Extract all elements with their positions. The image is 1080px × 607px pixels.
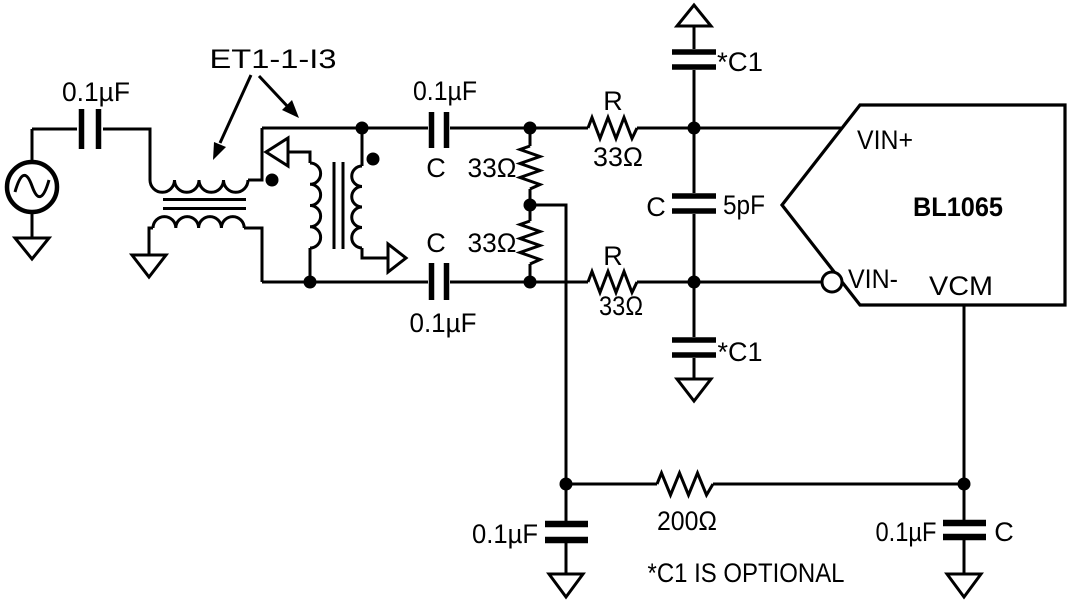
series-cap-top-ref: C (426, 153, 446, 183)
optional-note: *C1 IS OPTIONAL (648, 558, 845, 588)
input-coupling-cap (78, 109, 102, 149)
series-resistor-top-value: 33Ω (593, 142, 643, 172)
phase-dot-left (265, 173, 279, 187)
series-resistor-bottom-value: 33Ω (599, 291, 643, 321)
termination-resistor-bottom-value: 33Ω (468, 228, 517, 258)
vcm-resistor-value: 200Ω (657, 506, 717, 536)
wire-t1-to-top-rail (248, 128, 264, 182)
series-cap-bottom (428, 263, 450, 300)
optional-cap-top (672, 49, 716, 70)
chip-name: BL1065 (913, 192, 1003, 222)
junction-dot (303, 275, 317, 289)
bypass-cap-left-value: 0.1µF (472, 519, 538, 549)
ground-icon-transformer1 (128, 253, 170, 280)
ground-icon-source (11, 236, 53, 262)
series-cap-top-value: 0.1µF (413, 76, 477, 106)
sine-wave-icon (13, 174, 51, 198)
junction-dot (523, 121, 537, 135)
optional-cap-top-label: *C1 (717, 47, 763, 77)
optional-cap-bottom (672, 337, 716, 358)
center-tap-wire (530, 203, 568, 484)
vcm-resistor (655, 469, 715, 499)
diff-cap (672, 193, 716, 214)
transformer2-right-bottom-lead (360, 248, 388, 260)
label-arrow-lines (218, 74, 291, 144)
transformer1-secondary-ground-lead (147, 226, 153, 255)
diff-cap-ref: C (646, 192, 666, 222)
series-resistor-bottom (586, 267, 639, 297)
transformer-label: ET1-1-I3 (210, 44, 337, 74)
pin-label-vin-minus: VIN- (848, 264, 898, 294)
transformer2-left-winding (309, 161, 323, 250)
wire-t1-to-bottom-rail (244, 226, 264, 282)
diff-cap-value: 5pF (723, 190, 765, 220)
junction-dot (355, 121, 369, 135)
bypass-cap-right (943, 519, 986, 541)
termination-resistor-top (515, 144, 545, 191)
series-resistor-top (586, 113, 639, 143)
ground-icon-c1-top (673, 2, 715, 28)
pin-label-vin-plus: VIN+ (857, 125, 913, 155)
series-resistor-bottom-ref: R (603, 241, 623, 271)
arrowhead-to-transformer1 (213, 142, 226, 160)
transformer2-left-top-lead (288, 150, 312, 163)
ground-icon-c1-bottom (673, 377, 715, 404)
junction-dot (559, 477, 573, 491)
termination-resistor-top-value: 33Ω (468, 153, 517, 183)
junction-dot (687, 121, 701, 135)
arrow-left-icon (263, 135, 290, 169)
pin-label-vcm: VCM (929, 271, 993, 301)
transformer2-right-winding (350, 164, 363, 250)
ground-icon-bypass-left (546, 572, 586, 600)
termination-resistor-bottom (515, 219, 545, 266)
junction-dot (687, 275, 701, 289)
series-cap-top (428, 112, 450, 148)
junction-dot (957, 477, 971, 491)
phase-dot-right (366, 152, 380, 166)
optional-cap-bottom-label: *C1 (718, 337, 763, 367)
transformer1-primary-winding (148, 179, 250, 194)
transformer2-core (332, 162, 345, 249)
arrow-right-icon (386, 240, 409, 276)
bypass-cap-right-ref: C (994, 517, 1014, 547)
transformer1-secondary-winding (151, 215, 246, 229)
junction-dot (523, 275, 537, 289)
junction-dot (523, 198, 537, 212)
transformer1-core (163, 198, 246, 210)
series-cap-bottom-value: 0.1µF (410, 308, 477, 338)
wire-cap-to-transformer1 (103, 127, 152, 180)
series-resistor-top-ref: R (603, 86, 623, 116)
bypass-cap-left (545, 520, 588, 544)
input-cap-label: 0.1µF (62, 77, 130, 107)
ground-icon-bypass-right (944, 572, 984, 600)
inverting-input-bubble (820, 270, 844, 294)
series-cap-bottom-ref: C (426, 228, 446, 258)
bypass-cap-right-value: 0.1µF (876, 517, 937, 547)
arrowhead-to-transformer2 (282, 100, 299, 118)
